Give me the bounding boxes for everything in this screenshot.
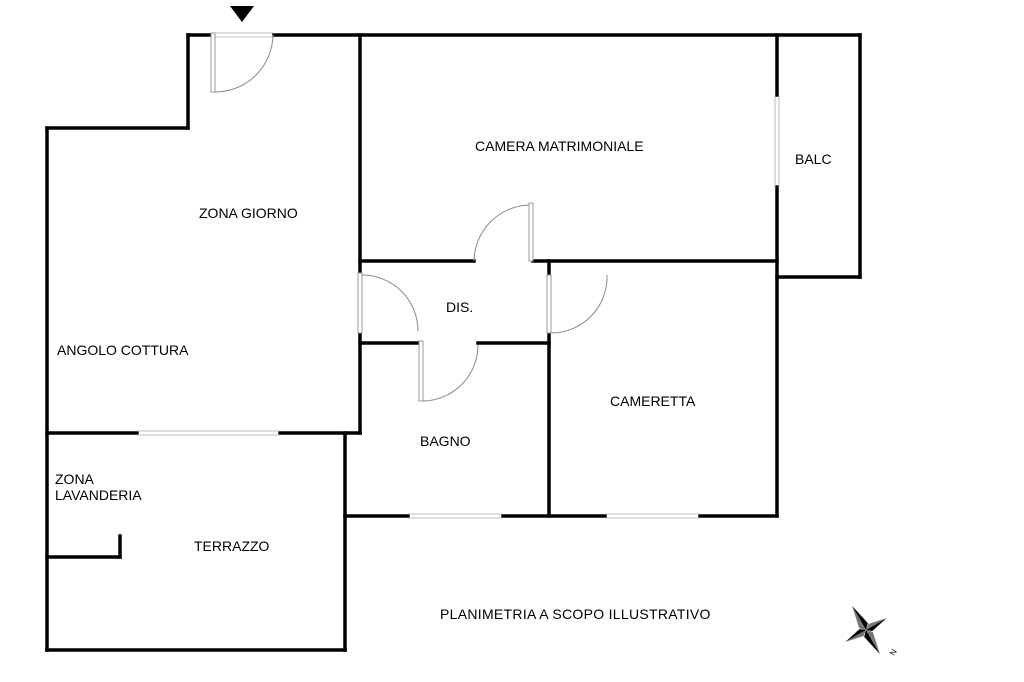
bathroom-door — [418, 340, 479, 402]
label-angolo-cottura: ANGOLO COTTURA — [57, 342, 189, 358]
compass-north-label: N — [888, 647, 899, 657]
small-bedroom-door — [546, 274, 608, 334]
living-door — [357, 272, 419, 334]
entrance-door — [210, 32, 274, 93]
entrance-arrow-icon — [230, 6, 254, 22]
label-balc: BALC — [795, 151, 832, 167]
label-zona-lavanderia-2: LAVANDERIA — [55, 487, 142, 503]
compass-icon — [845, 605, 887, 655]
label-cameretta: CAMERETTA — [610, 393, 696, 409]
label-zona-giorno: ZONA GIORNO — [199, 205, 298, 221]
label-camera-matrimoniale: CAMERA MATRIMONIALE — [475, 138, 644, 154]
windows — [137, 32, 780, 519]
bedroom-door — [473, 202, 534, 262]
label-zona-lavanderia-1: ZONA — [55, 471, 95, 487]
room-labels: ZONA GIORNO CAMERA MATRIMONIALE BALC DIS… — [55, 138, 832, 554]
label-dis: DIS. — [446, 299, 473, 315]
label-bagno: BAGNO — [420, 433, 471, 449]
doors — [210, 32, 608, 402]
illustrative-note: PLANIMETRIA A SCOPO ILLUSTRATIVO — [440, 606, 711, 622]
walls — [45, 33, 862, 652]
label-terrazzo: TERRAZZO — [194, 538, 270, 554]
